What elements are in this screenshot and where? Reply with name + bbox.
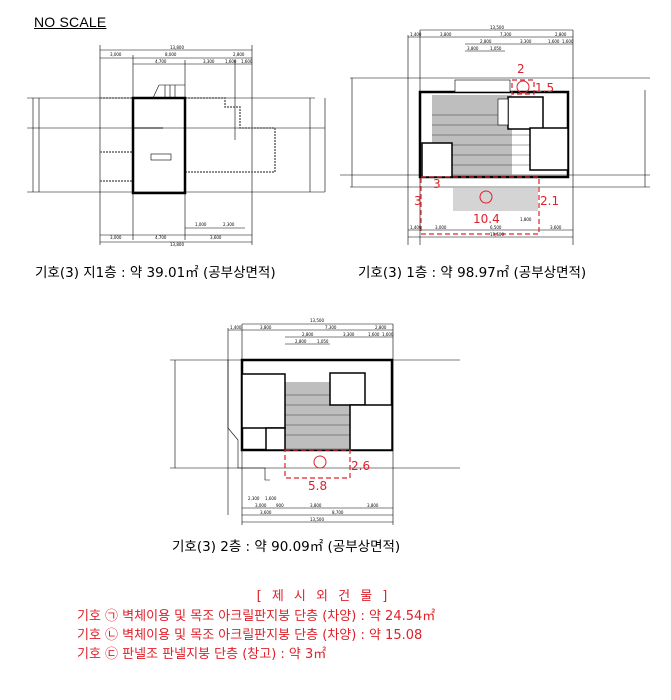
svg-text:8,000: 8,000: [165, 52, 177, 57]
svg-text:3,000: 3,000: [110, 52, 122, 57]
legend-item-2: 기호 ㉡ 벽체이용 및 목조 아크릴판지붕 단층 (차양) : 약 15.08: [77, 628, 423, 643]
legend-item-1: 기호 ㉠ 벽체이용 및 목조 아크릴판지붕 단층 (차양) : 약 24.54㎡: [77, 609, 436, 624]
svg-text:3,300: 3,300: [203, 59, 215, 64]
svg-text:7,300: 7,300: [500, 32, 512, 37]
svg-text:13,800: 13,800: [170, 45, 184, 50]
svg-text:3,600: 3,600: [260, 510, 272, 515]
svg-text:1,400: 1,400: [410, 225, 422, 230]
svg-text:2,800: 2,800: [295, 339, 307, 344]
first-floor-plan: 2 1.5 33 2.1 10.4 13,500 1,400 3,800 7,300 2,8…: [340, 25, 650, 245]
svg-text:3,800: 3,800: [367, 503, 379, 508]
svg-text:2,800: 2,800: [233, 52, 245, 57]
svg-text:2.6: 2.6: [351, 459, 370, 473]
svg-text:1,050: 1,050: [490, 46, 502, 51]
svg-text:2,300: 2,300: [248, 496, 260, 501]
basement-floor-plan: 13,800 3,000 8,000 2,800 4,700 3,300 1,600 1,6…: [27, 45, 326, 247]
svg-text:10.4: 10.4: [473, 212, 500, 226]
svg-text:1.5: 1.5: [535, 81, 554, 95]
second-floor-area-caption: 기호(3) 2층 : 약 90.09㎡ (공부상면적): [172, 539, 401, 555]
legend-title: [ 제 시 외 건 물 ]: [256, 589, 391, 604]
svg-text:1,600: 1,600: [265, 496, 277, 501]
svg-text:2.1: 2.1: [540, 194, 559, 208]
svg-text:3,300: 3,300: [343, 332, 355, 337]
svg-text:1,000: 1,000: [195, 222, 207, 227]
svg-text:3,600: 3,600: [550, 225, 562, 230]
svg-text:1,800: 1,800: [520, 217, 532, 222]
svg-text:1,400: 1,400: [410, 32, 422, 37]
svg-text:1,050: 1,050: [317, 339, 329, 344]
svg-text:13,800: 13,800: [170, 242, 184, 247]
svg-text:13,500: 13,500: [310, 318, 324, 323]
svg-text:900: 900: [276, 503, 284, 508]
svg-text:6,500: 6,500: [490, 225, 502, 230]
svg-text:1,400: 1,400: [230, 325, 242, 330]
basement-area-caption: 기호(3) 지1층 : 약 39.01㎡ (공부상면적): [35, 265, 276, 281]
svg-text:5.8: 5.8: [308, 479, 327, 493]
svg-text:2,800: 2,800: [375, 325, 387, 330]
svg-text:13,500: 13,500: [310, 517, 324, 522]
legend-item-3: 기호 ㉢ 판넬조 판넬지붕 단층 (창고) : 약 3㎡: [77, 647, 327, 662]
svg-text:13,500: 13,500: [490, 25, 504, 30]
svg-text:1,600: 1,600: [368, 332, 380, 337]
svg-text:3,600: 3,600: [210, 235, 222, 240]
svg-text:3,800: 3,800: [260, 325, 272, 330]
svg-text:1,600: 1,600: [241, 59, 253, 64]
svg-text:3: 3: [414, 194, 422, 208]
svg-text:3,800: 3,800: [440, 32, 452, 37]
svg-text:3,300: 3,300: [520, 39, 532, 44]
svg-text:2,800: 2,800: [480, 39, 492, 44]
svg-text:4,700: 4,700: [155, 235, 167, 240]
svg-text:1,600: 1,600: [562, 39, 574, 44]
svg-text:3,800: 3,800: [467, 46, 479, 51]
svg-text:7,300: 7,300: [325, 325, 337, 330]
no-scale-label: NO SCALE: [34, 14, 107, 30]
second-floor-plan: 5.8 2.6 13,500 1,400 3,800 7,300 2,800 2,800 3…: [170, 318, 460, 525]
svg-text:3,800: 3,800: [310, 503, 322, 508]
svg-text:1,600: 1,600: [548, 39, 560, 44]
svg-text:13,500: 13,500: [490, 232, 504, 237]
svg-text:8,700: 8,700: [332, 510, 344, 515]
svg-text:1,600: 1,600: [382, 332, 394, 337]
svg-text:1,600: 1,600: [225, 59, 237, 64]
svg-text:4,700: 4,700: [155, 59, 167, 64]
svg-text:3,000: 3,000: [110, 235, 122, 240]
svg-text:2,800: 2,800: [302, 332, 314, 337]
svg-text:3,000: 3,000: [435, 225, 447, 230]
svg-text:2,300: 2,300: [223, 222, 235, 227]
first-floor-area-caption: 기호(3) 1층 : 약 98.97㎡ (공부상면적): [358, 265, 587, 281]
svg-text:2: 2: [517, 62, 525, 76]
svg-text:3: 3: [433, 177, 441, 191]
svg-text:2,800: 2,800: [555, 32, 567, 37]
svg-text:3,000: 3,000: [255, 503, 267, 508]
